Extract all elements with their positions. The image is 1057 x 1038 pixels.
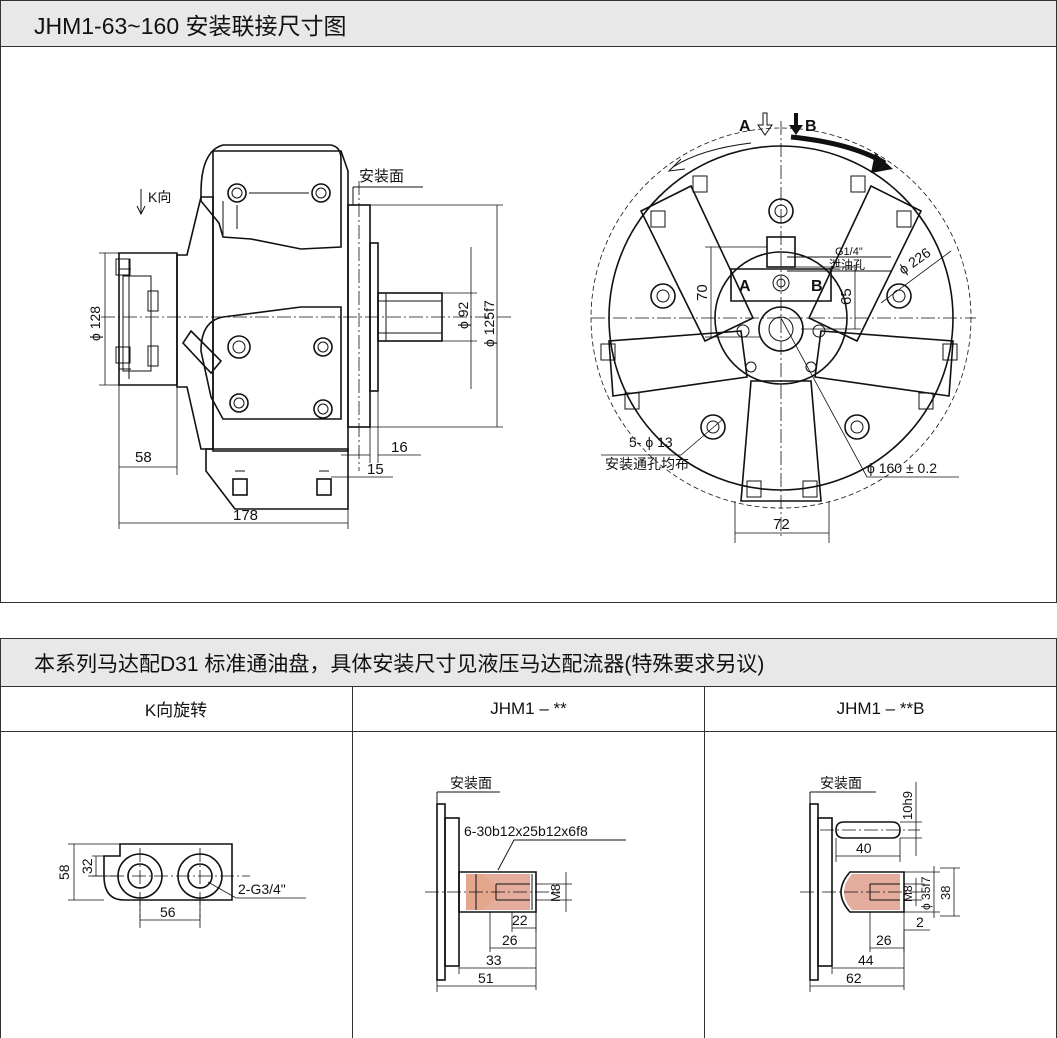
- jhm1-dim-51: 51: [478, 970, 494, 986]
- dim-15: 15: [367, 461, 384, 478]
- port-b-label: B: [811, 278, 823, 295]
- jhm1-b-shaft-drawing: 安装面 10h9 40 M8 ϕ 35f7 38 26 2 44 62: [800, 775, 960, 992]
- jhm1b-dim-10h9: 10h9: [900, 791, 915, 820]
- k-dim-32: 32: [79, 858, 95, 874]
- dim-178: 178: [233, 507, 258, 524]
- k-direction-label: K向: [148, 189, 171, 205]
- dim-phi125f7: ϕ 125f7: [481, 300, 497, 347]
- col-header-jhm1-b: JHM1 – **B: [705, 686, 1056, 732]
- jhm1-dim-26: 26: [502, 932, 518, 948]
- jhm1b-dim-m8: M8: [901, 885, 915, 902]
- installation-drawing: K向 安装面 ϕ 128 58 178 ϕ 92 ϕ 125f7 16 15: [87, 112, 976, 543]
- k-rotation-drawing: 58 32 56 2-G3/4": [56, 843, 306, 928]
- drain-hole-label: 泄油孔: [829, 258, 865, 272]
- jhm1-mount-face: 安装面: [450, 775, 492, 791]
- holes-callout: 5- ϕ 13: [629, 434, 673, 450]
- k-dim-56: 56: [160, 904, 176, 920]
- jhm1-spline-spec: 6-30b12x25b12x6f8: [464, 823, 588, 839]
- jhm1b-mount-face: 安装面: [820, 775, 862, 791]
- jhm1-dim-m8: M8: [548, 884, 563, 902]
- dim-phi92: ϕ 92: [455, 301, 471, 329]
- dim-72: 72: [773, 516, 790, 533]
- dim-phi160: ϕ 160 ± 0.2: [867, 460, 937, 476]
- dim-16: 16: [391, 439, 408, 456]
- jhm1b-dim-phi35f7: ϕ 35f7: [919, 876, 933, 910]
- k-dim-58: 58: [56, 864, 72, 880]
- jhm1b-dim-62: 62: [846, 970, 862, 986]
- jhm1-shaft-drawing: 安装面 6-30b12x25b12x6f8 M8 22 26 33 51: [425, 775, 626, 992]
- bottom-panel-title: 本系列马达配D31 标准通油盘，具体安装尺寸见液压马达配流器(特殊要求另议): [1, 639, 1056, 687]
- k-port-thread: 2-G3/4": [238, 881, 286, 897]
- dim-58: 58: [135, 449, 152, 466]
- dim-phi128: ϕ 128: [87, 306, 103, 341]
- jhm1-dim-33: 33: [486, 952, 502, 968]
- side-view: K向 安装面 ϕ 128 58 178 ϕ 92 ϕ 125f7 16 15: [87, 144, 511, 529]
- dim-70: 70: [694, 284, 711, 301]
- jhm1b-dim-44: 44: [858, 952, 874, 968]
- dim-phi226: ϕ 226: [896, 244, 934, 277]
- col-header-jhm1: JHM1 – **: [353, 686, 704, 732]
- rotation-arrow-b-label: B: [805, 118, 817, 135]
- dim-65: 65: [838, 288, 855, 305]
- port-a-label: A: [739, 278, 751, 295]
- holes-note: 安装通孔均布: [605, 456, 689, 472]
- options-grid: K向旋转 JHM1 – ** JHM1 – **B 58 32 56 2-G3/…: [0, 686, 1057, 1038]
- front-view: A B A B G1/4" 泄油孔 70 65 ϕ 226: [590, 112, 976, 543]
- jhm1b-dim-26: 26: [876, 932, 892, 948]
- jhm1b-dim-2: 2: [916, 914, 924, 930]
- top-drawing-panel: JHM1-63~160 安装联接尺寸图: [0, 0, 1057, 603]
- rotation-arrow-a-label: A: [739, 118, 751, 135]
- jhm1b-dim-38: 38: [938, 886, 953, 900]
- jhm1b-dim-40: 40: [856, 840, 872, 856]
- drain-thread-label: G1/4": [835, 246, 863, 258]
- mount-face-label: 安装面: [359, 168, 404, 185]
- top-panel-title: JHM1-63~160 安装联接尺寸图: [1, 1, 1056, 47]
- col-header-k-rotation: K向旋转: [0, 686, 352, 732]
- jhm1-dim-22: 22: [512, 912, 528, 928]
